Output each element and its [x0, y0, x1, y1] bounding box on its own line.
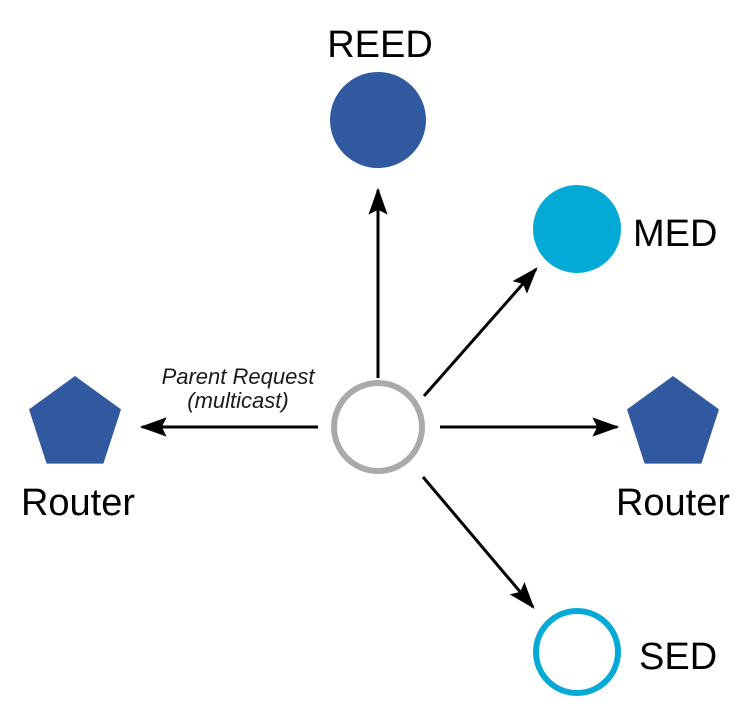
node-router-left[interactable]: Router [21, 376, 135, 524]
node-sed[interactable]: SED [533, 608, 717, 696]
edge-center-to-sed [421, 476, 535, 609]
router-left-pentagon-icon[interactable] [29, 376, 121, 464]
sed-circle-icon[interactable] [533, 608, 621, 696]
reed-circle-icon[interactable] [330, 72, 426, 168]
center-device-circle-icon[interactable] [331, 380, 425, 474]
med-label: MED [633, 213, 717, 255]
med-circle-icon[interactable] [533, 185, 621, 273]
edge-label-parent-request-line1: Parent Request [162, 364, 316, 389]
edge-center-to-med [422, 267, 538, 397]
sed-label: SED [639, 636, 717, 678]
router-left-label: Router [21, 482, 135, 524]
node-center-device[interactable] [331, 380, 425, 474]
router-right-pentagon-icon[interactable] [627, 376, 719, 464]
node-med[interactable]: MED [533, 185, 717, 273]
node-reed[interactable]: REED [327, 24, 433, 168]
reed-label: REED [327, 24, 433, 66]
node-router-right[interactable]: Router [616, 376, 730, 524]
edge-group [139, 187, 620, 609]
router-right-label: Router [616, 482, 730, 524]
edge-label-parent-request: Parent Request (multicast) [162, 364, 316, 413]
edge-label-parent-request-line2: (multicast) [187, 388, 288, 413]
